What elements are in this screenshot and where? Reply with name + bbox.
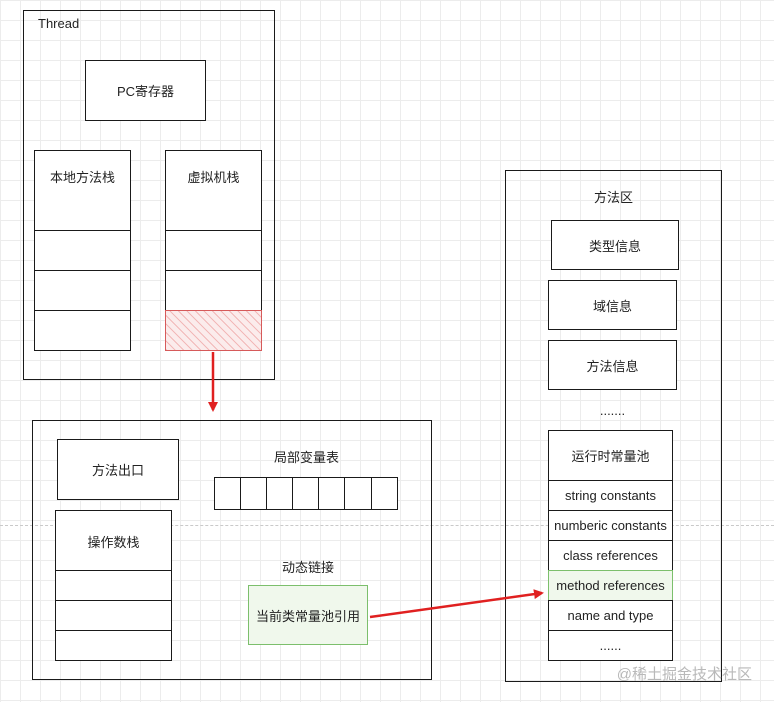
method-area-title: 方法区	[593, 190, 633, 205]
native-method-stack-label: 本地方法栈	[49, 170, 115, 185]
constant-pool-reference-box: 当前类常量池引用	[248, 585, 368, 645]
pool-entry-label: name and type	[567, 608, 654, 623]
field-info-label: 域信息	[592, 298, 632, 314]
pool-entry-label: class references	[563, 548, 658, 563]
native-stack-slot	[34, 230, 131, 271]
method-exit-box: 方法出口	[57, 439, 179, 500]
arrow-dynamic-link-to-method-references	[369, 589, 544, 619]
pool-entry-label: ......	[599, 638, 622, 653]
pool-entry-ellipsis: ......	[548, 630, 673, 661]
dynamic-link-label: 动态链接	[281, 560, 334, 575]
constant-pool-reference-label: 当前类常量池引用	[255, 608, 360, 624]
local-var-slot	[240, 477, 267, 510]
stack-frame-container	[32, 420, 432, 680]
vm-stack-current-frame	[165, 310, 262, 351]
pc-register-label: PC寄存器	[116, 84, 175, 99]
pool-entry-method-references: method references	[548, 570, 673, 601]
local-var-slot	[344, 477, 372, 510]
method-info-label: 方法信息	[586, 358, 639, 374]
native-stack-slot	[34, 270, 131, 311]
local-var-slot	[318, 477, 345, 510]
method-area-ellipsis: .......	[599, 403, 626, 418]
runtime-constant-pool-title: 运行时常量池	[571, 449, 650, 464]
operand-stack-slot	[55, 600, 172, 631]
vm-stack-label: 虚拟机栈	[187, 170, 240, 185]
local-var-slot	[266, 477, 293, 510]
watermark: @稀土掘金技术社区	[616, 666, 752, 683]
type-info-box: 类型信息	[551, 220, 679, 270]
method-exit-label: 方法出口	[91, 463, 144, 478]
operand-stack-slot	[55, 570, 172, 601]
vm-stack-slot	[165, 230, 262, 271]
pool-entry-label: numberic constants	[554, 518, 667, 533]
pool-entry-label: method references	[556, 578, 665, 593]
divider-dashed-line	[0, 525, 774, 526]
method-area-container	[505, 170, 722, 682]
pc-register: PC寄存器	[85, 60, 206, 121]
field-info-box: 域信息	[548, 280, 677, 330]
local-var-slot	[371, 477, 398, 510]
thread-container	[23, 10, 275, 380]
type-info-label: 类型信息	[588, 238, 641, 254]
vm-stack-slot	[165, 270, 262, 311]
pool-entry-string-constants: string constants	[548, 480, 673, 511]
local-var-slot	[292, 477, 319, 510]
operand-stack-slot	[55, 630, 172, 661]
method-info-box: 方法信息	[548, 340, 677, 390]
pool-entry-label: string constants	[564, 488, 657, 503]
thread-title: Thread	[38, 16, 80, 31]
native-stack-slot	[34, 310, 131, 351]
pool-entry-numeric-constants: numberic constants	[548, 510, 673, 541]
local-vars-label: 局部变量表	[273, 450, 339, 465]
operand-stack-label: 操作数栈	[87, 535, 140, 550]
local-var-slot	[214, 477, 241, 510]
